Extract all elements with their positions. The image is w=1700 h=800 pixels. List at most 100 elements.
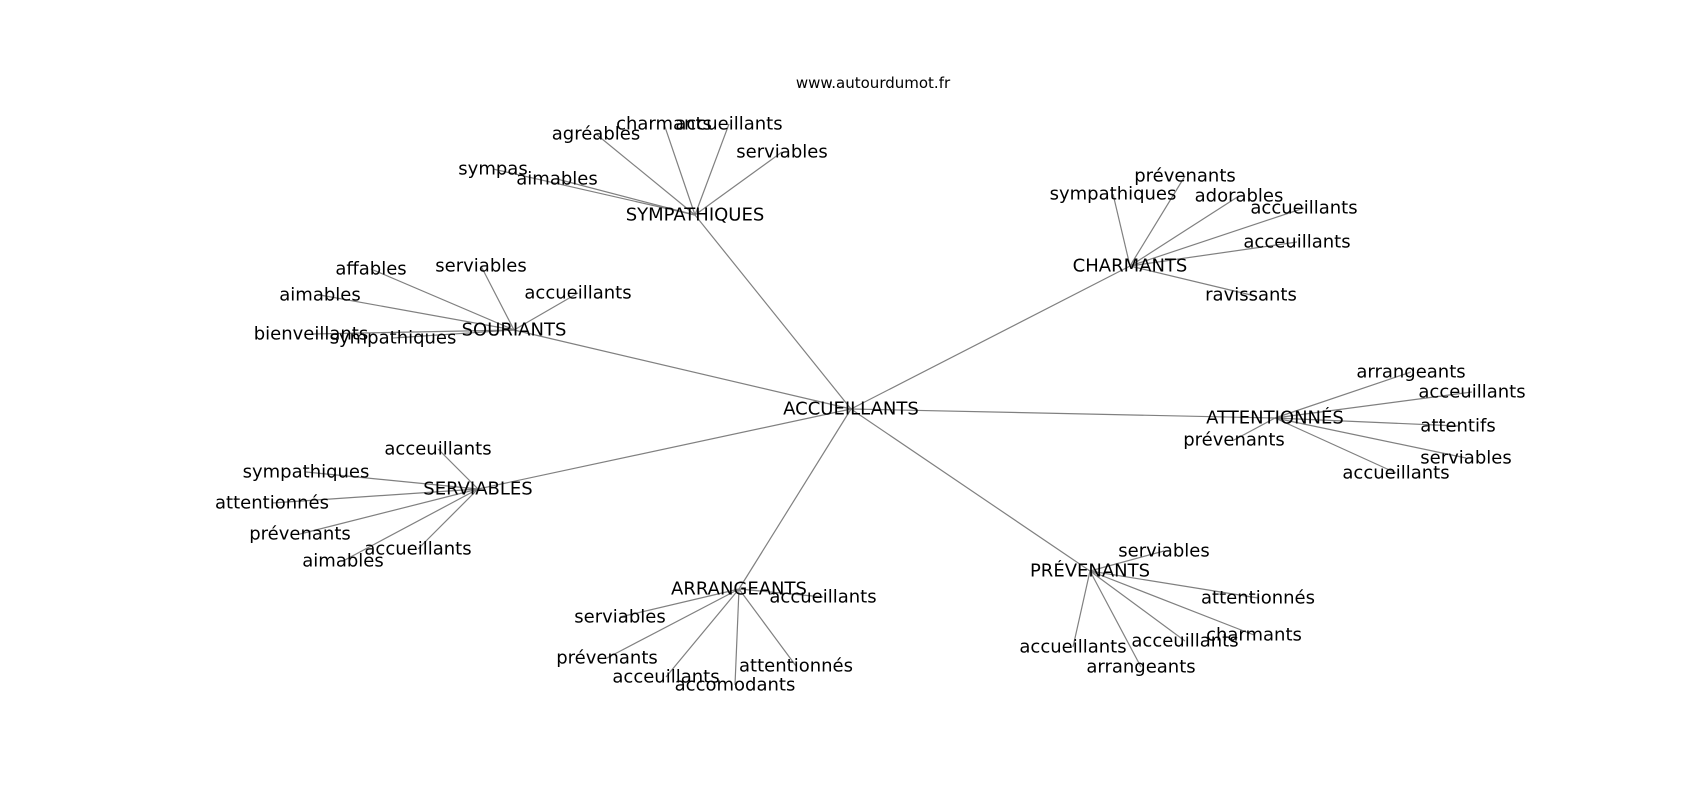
leaf-node-label: accueillants [675, 114, 782, 135]
leaf-node-label: acceuillants [384, 439, 491, 460]
edge-hub-to-leaf [437, 448, 479, 490]
edge-hub-to-leaf [1274, 391, 1473, 419]
edge-hub-to-leaf [738, 588, 797, 667]
leaf-node-label: serviables [435, 256, 526, 277]
hub-node-label: ATTENTIONNÉS [1206, 407, 1344, 429]
leaf-node-label: accueillants [769, 587, 876, 608]
leaf-node-label: aimables [302, 551, 383, 572]
edge-root-to-hub [738, 408, 852, 590]
edge-hub-to-leaf [319, 294, 515, 331]
edge-hub-to-leaf [342, 488, 479, 562]
leaf-node-label: accueillants [1342, 463, 1449, 484]
edge-root-to-hub [477, 408, 852, 490]
leaf-node-label: sympathiques [330, 328, 457, 349]
edge-hub-to-leaf [738, 588, 824, 598]
hub-node-label: PRÉVENANTS [1030, 560, 1150, 582]
edge-hub-to-leaf [663, 123, 696, 216]
edge-hub-to-leaf [1129, 265, 1252, 296]
leaf-node-label: serviables [1420, 448, 1511, 469]
leaf-node-label: serviables [574, 607, 665, 628]
edge-root-to-hub [850, 265, 1131, 410]
edge-hub-to-leaf [271, 488, 479, 504]
leaf-node-label: agréables [552, 124, 640, 145]
edge-hub-to-leaf [480, 265, 515, 331]
leaf-node-label: sympathiques [243, 462, 370, 483]
leaf-node-label: prévenants [249, 524, 351, 545]
edge-hub-to-leaf [310, 329, 515, 335]
leaf-node-label: arrangeants [1086, 657, 1195, 678]
leaf-node-label: charmants [616, 114, 712, 135]
edge-hub-to-leaf [595, 133, 696, 216]
edge-hub-to-leaf [1129, 195, 1240, 267]
edge-hub-to-leaf [694, 151, 783, 216]
leaf-node-label: adorables [1195, 186, 1284, 207]
edge-root-to-hub [850, 408, 1091, 572]
edge-hub-to-leaf [606, 588, 740, 659]
edge-hub-to-leaf [392, 329, 515, 339]
source-watermark: www.autourdumot.fr [796, 74, 951, 92]
edge-hub-to-leaf [492, 168, 696, 216]
edge-hub-to-leaf [1274, 417, 1397, 474]
edge-root-to-hub [850, 408, 1276, 419]
leaf-node-label: accueillants [524, 283, 631, 304]
edge-hub-to-leaf [734, 588, 740, 686]
edge-hub-to-leaf [1089, 570, 1186, 642]
edge-root-to-hub [513, 329, 852, 410]
edge-hub-to-leaf [1089, 570, 1259, 599]
graph-labels: agréablescharmantsaccueillantsserviables… [215, 114, 1526, 696]
leaf-node-label: serviables [736, 142, 827, 163]
leaf-node-label: sympathiques [1050, 184, 1177, 205]
leaf-node-label: prévenants [1183, 430, 1285, 451]
hub-node-label: SERVIABLES [423, 479, 532, 500]
edge-hub-to-leaf [665, 588, 740, 678]
leaf-node-label: arrangeants [1356, 362, 1465, 383]
leaf-node-label: acceuillants [1418, 382, 1525, 403]
hub-node-label: ARRANGEANTS [671, 579, 807, 600]
edge-hub-to-leaf [1129, 207, 1305, 267]
edge-hub-to-leaf [299, 488, 479, 535]
edge-hub-to-leaf [1089, 570, 1255, 636]
edge-hub-to-leaf [619, 588, 740, 618]
edge-hub-to-leaf [1129, 241, 1298, 267]
leaf-node-label: accomodants [675, 675, 796, 696]
hub-node-label: SYMPATHIQUES [626, 205, 765, 226]
edge-hub-to-leaf [1112, 193, 1131, 267]
edge-hub-to-leaf [370, 268, 515, 331]
leaf-node-label: accueillants [1019, 637, 1126, 658]
leaf-node-label: acceuillants [612, 667, 719, 688]
leaf-node-label: prévenants [556, 648, 658, 669]
leaf-node-label: bienveillants [254, 324, 369, 345]
edge-hub-to-leaf [417, 488, 479, 550]
leaf-node-label: charmants [1206, 625, 1302, 646]
leaf-node-label: aimables [279, 285, 360, 306]
leaf-node-label: sympas [458, 159, 527, 180]
edge-hub-to-leaf [1274, 417, 1467, 459]
leaf-node-label: prévenants [1134, 166, 1236, 187]
edge-hub-to-leaf [513, 292, 579, 331]
leaf-node-label: attentionnés [215, 493, 329, 514]
leaf-node-label: accueillants [1250, 198, 1357, 219]
leaf-node-label: serviables [1118, 541, 1209, 562]
leaf-node-label: attentifs [1420, 416, 1495, 437]
edge-hub-to-leaf [1274, 417, 1459, 427]
edge-root-to-hub [694, 214, 852, 410]
leaf-node-label: accueillants [364, 539, 471, 560]
root-node-label: ACCUEILLANTS [783, 399, 919, 420]
edge-hub-to-leaf [1089, 550, 1165, 572]
leaf-node-label: attentionnés [1201, 588, 1315, 609]
edge-hub-to-leaf [1089, 570, 1142, 668]
edge-hub-to-leaf [1072, 570, 1091, 648]
edge-hub-to-leaf [1129, 175, 1186, 267]
leaf-node-label: aimables [516, 169, 597, 190]
hub-node-label: CHARMANTS [1073, 256, 1188, 277]
leaf-node-label: acceuillants [1243, 232, 1350, 253]
graph-edges [271, 123, 1473, 686]
leaf-node-label: acceuillants [1131, 631, 1238, 652]
hub-node-label: SOURIANTS [462, 320, 567, 341]
leaf-node-label: ravissants [1205, 285, 1297, 306]
edge-hub-to-leaf [1233, 417, 1276, 441]
edge-hub-to-leaf [694, 123, 730, 216]
edge-hub-to-leaf [1274, 371, 1412, 419]
leaf-node-label: attentionnés [739, 656, 853, 677]
